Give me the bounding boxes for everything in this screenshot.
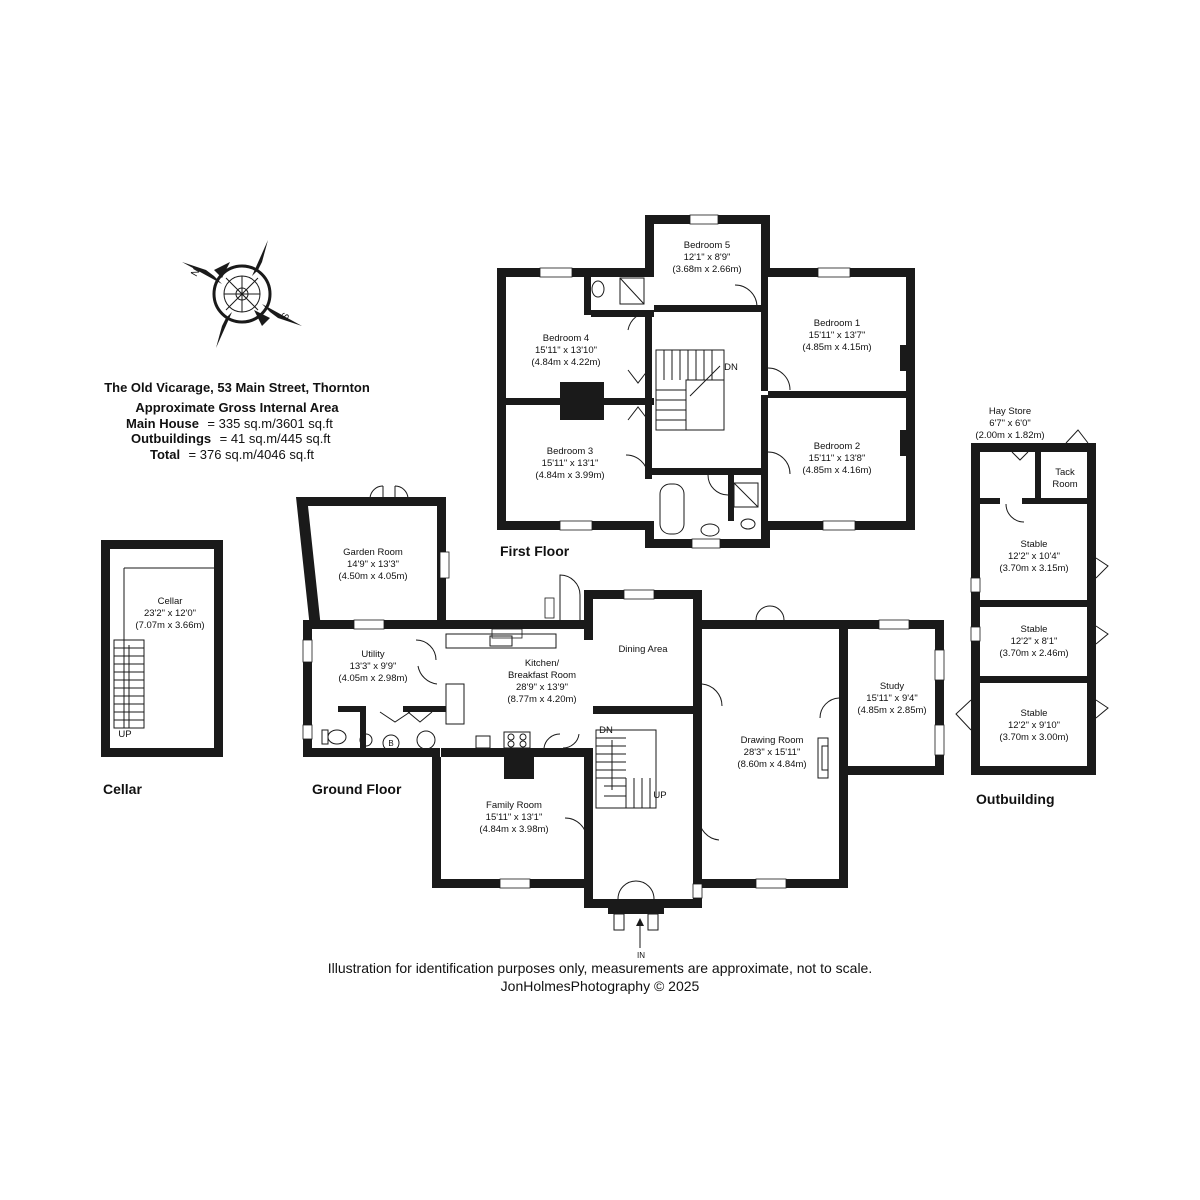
ground-stair-up: UP [653,790,666,801]
ground-floor-label: Ground Floor [312,781,402,797]
stable1-metric: (3.70m x 3.15m) [999,563,1068,574]
garden-room-name: Garden Room [343,547,403,558]
bedroom1-metric: (4.85m x 4.15m) [802,342,871,353]
utility-name: Utility [361,649,384,660]
disclaimer-text: Illustration for identification purposes… [328,960,872,976]
main-house-label: Main House [126,416,199,431]
utility-imperial: 13'3" x 9'9" [350,661,397,672]
bedroom5-name: Bedroom 5 [684,240,730,251]
compass-north-label: N [189,267,202,279]
kitchen-imperial: 28'9" x 13'9" [516,682,568,693]
ground-stair-dn: DN [599,725,613,736]
entrance-in: IN [637,951,645,960]
first-floor-label: First Floor [500,543,570,559]
bedroom4-metric: (4.84m x 4.22m) [531,357,600,368]
cellar-plan: UP Cellar 23'2" x 12'0" (7.07m x 3.66m) [101,540,223,757]
stable1-imperial: 12'2" x 10'4" [1008,551,1060,562]
bedroom2-name: Bedroom 2 [814,441,860,452]
kitchen-name: Kitchen/ [525,658,560,669]
outbuilding-plan: Hay Store 6'7" x 6'0" (2.00m x 1.82m) Ta… [955,406,1109,775]
total-value: = 376 sq.m/4046 sq.ft [189,447,315,462]
cellar-stairs [113,639,145,729]
stable1-name: Stable [1021,539,1048,550]
drawing-room-metric: (8.60m x 4.84m) [737,759,806,770]
total-label: Total [150,447,180,462]
drawing-room-name: Drawing Room [741,735,804,746]
outbuilding-label: Outbuilding [976,791,1055,807]
bedroom4-name: Bedroom 4 [543,333,589,344]
bedroom3-name: Bedroom 3 [547,446,593,457]
cellar-metric: (7.07m x 3.66m) [135,620,204,631]
main-house-value: = 335 sq.m/3601 sq.ft [207,416,333,431]
main-house-line: Main House = 335 sq.m/3601 sq.ft [126,415,333,432]
family-room-imperial: 15'11" x 13'1" [486,812,543,823]
stable3-metric: (3.70m x 3.00m) [999,732,1068,743]
cellar-label: Cellar [103,781,142,797]
stable3-name: Stable [1021,708,1048,719]
bedroom2-metric: (4.85m x 4.16m) [802,465,871,476]
outbuildings-label: Outbuildings [131,431,211,446]
cellar-imperial: 23'2" x 12'0" [144,608,196,619]
dining-name: Dining Area [618,644,668,655]
area-summary: The Old Vicarage, 53 Main Street, Thornt… [104,380,370,463]
bedroom2-imperial: 15'11" x 13'8" [809,453,866,464]
study-imperial: 15'11" x 9'4" [866,693,917,704]
kitchen-name2: Breakfast Room [508,670,576,681]
bedroom3-imperial: 15'11" x 13'1" [542,458,599,469]
first-floor-plan: DN Bedroom 5 12'1" x 8'9" (3.68m x 2.66m… [497,214,915,549]
hay-store-name: Hay Store [989,406,1031,417]
boiler-mark: B [388,739,393,748]
tack-room-name: Tack [1055,467,1075,478]
stable2-name: Stable [1021,624,1048,635]
kitchen-metric: (8.77m x 4.20m) [507,694,576,705]
hay-store-metric: (2.00m x 1.82m) [975,430,1044,441]
stable2-imperial: 12'2" x 8'1" [1011,636,1058,647]
first-floor-stairs [655,349,725,431]
first-floor-stair-dn: DN [724,362,738,373]
area-title: Approximate Gross Internal Area [135,400,339,415]
garden-room-imperial: 14'9" x 13'3" [347,559,399,570]
study-metric: (4.85m x 2.85m) [857,705,926,716]
bedroom1-name: Bedroom 1 [814,318,860,329]
garden-room-metric: (4.50m x 4.05m) [338,571,407,582]
hay-store-imperial: 6'7" x 6'0" [989,418,1031,429]
stable2-metric: (3.70m x 2.46m) [999,648,1068,659]
bedroom1-imperial: 15'11" x 13'7" [809,330,866,341]
drawing-room-imperial: 28'3" x 15'11" [744,747,801,758]
outbuildings-value: = 41 sq.m/445 sq.ft [220,431,331,446]
outbuildings-line: Outbuildings = 41 sq.m/445 sq.ft [131,430,331,447]
tack-room-name2: Room [1052,479,1077,490]
bedroom4-imperial: 15'11" x 13'10" [535,345,597,356]
ground-floor-stairs [595,729,657,809]
family-room-metric: (4.84m x 3.98m) [479,824,548,835]
bedroom3-metric: (4.84m x 3.99m) [535,470,604,481]
bedroom5-imperial: 12'1" x 8'9" [684,252,731,263]
ground-floor-plan: DN UP IN B Garden Room 14'9" x 13'3" (4.… [296,485,945,960]
bedroom5-metric: (3.68m x 2.66m) [672,264,741,275]
study-name: Study [880,681,905,692]
compass-south-label: S [279,311,292,323]
credit-text: JonHolmesPhotography © 2025 [501,978,700,994]
property-address: The Old Vicarage, 53 Main Street, Thornt… [104,380,370,395]
total-line: Total = 376 sq.m/4046 sq.ft [150,446,314,463]
compass-rose-icon: N S [182,240,302,348]
utility-metric: (4.05m x 2.98m) [338,673,407,684]
cellar-name: Cellar [158,596,183,607]
family-room-name: Family Room [486,800,542,811]
cellar-stair-up: UP [118,729,131,740]
stable3-imperial: 12'2" x 9'10" [1008,720,1060,731]
